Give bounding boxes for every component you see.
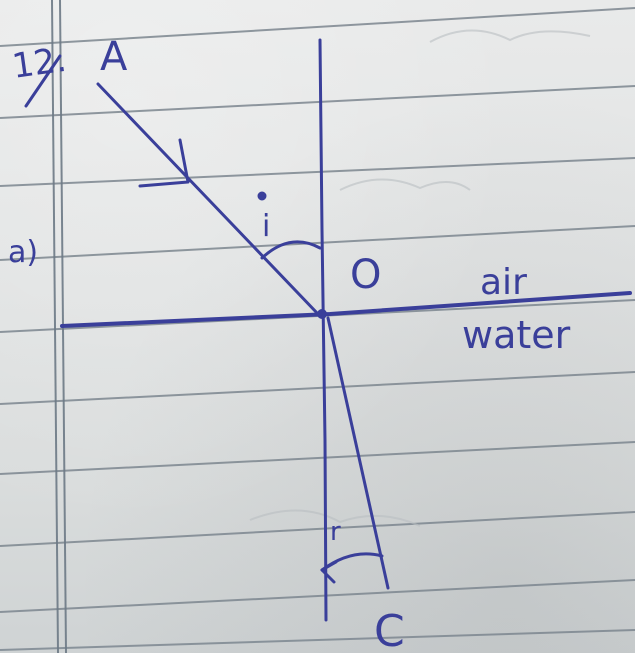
- point-o-label: O: [350, 252, 381, 298]
- point-c-label: C: [374, 606, 405, 653]
- ruled-line: [0, 579, 635, 613]
- ruled-line: [0, 7, 635, 47]
- incidence-angle-label: i: [262, 209, 270, 244]
- air-label: air: [480, 262, 527, 303]
- refraction-angle-label: r: [330, 517, 341, 547]
- margin-line-left: [51, 0, 59, 653]
- ruled-line: [0, 225, 635, 261]
- bleed-mark: [429, 29, 591, 43]
- question-underline-mark: [24, 54, 62, 108]
- ruled-line: [0, 371, 635, 405]
- refraction-angle-arc: [320, 552, 384, 572]
- ruled-line: [0, 157, 635, 187]
- refracted-ray: [326, 316, 390, 590]
- ruled-lines: [0, 7, 635, 651]
- point-a-label: A: [100, 34, 128, 80]
- interface-line: [60, 291, 632, 328]
- water-label: water: [462, 313, 571, 357]
- ruled-line: [0, 441, 635, 475]
- normal-line: [318, 38, 328, 622]
- bleed-mark: [339, 178, 471, 191]
- ruled-line: [0, 511, 635, 547]
- ruled-line: [0, 629, 635, 651]
- ruled-line: [0, 85, 635, 119]
- point-o-dot: [317, 309, 327, 319]
- angle-dot: [257, 191, 267, 201]
- bleed-through-marks: [249, 29, 591, 527]
- part-label: a): [8, 235, 38, 270]
- incident-ray-arrow-icon: [138, 138, 190, 188]
- bleed-mark: [249, 509, 421, 527]
- question-number: 12.: [10, 40, 69, 87]
- incidence-angle-arc: [260, 240, 322, 260]
- incident-ray: [96, 82, 320, 316]
- refraction-arc-arrow-icon: [320, 560, 338, 584]
